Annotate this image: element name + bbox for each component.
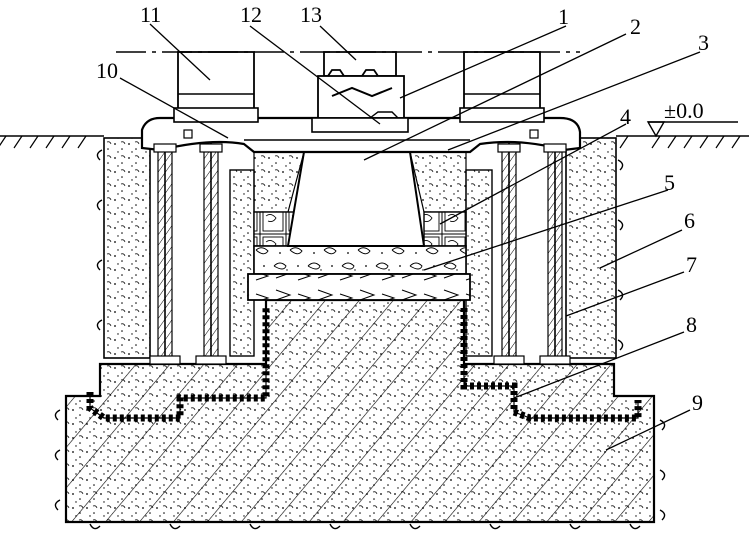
- hopper-cavity: [286, 151, 426, 247]
- damping-pad: [247, 273, 471, 301]
- callout-13: 13: [300, 2, 322, 27]
- anchor-nuts: [153, 129, 567, 153]
- grade-mark-label: ±0.0: [664, 98, 704, 123]
- isolation-lining: [86, 308, 642, 422]
- callout-8: 8: [686, 312, 697, 337]
- callout-10: 10: [96, 58, 118, 83]
- ground-surface: [0, 135, 749, 149]
- callout-6: 6: [684, 208, 695, 233]
- callout-12: 12: [240, 2, 262, 27]
- callout-5: 5: [664, 170, 675, 195]
- centre-machine-unit: [311, 51, 409, 133]
- callout-4: 4: [620, 104, 631, 129]
- pit-sand-fill: [253, 151, 467, 213]
- callout-2: 2: [630, 14, 641, 39]
- leader-lines: [119, 23, 701, 451]
- callout-7: 7: [686, 252, 697, 277]
- callout-labels: 1 2 3 4 5 6 7 8 9 10 11 12 13: [96, 2, 709, 415]
- callout-1: 1: [558, 4, 569, 29]
- refractory-blocks: [253, 211, 467, 247]
- backfill-walls: [103, 137, 617, 359]
- callout-9: 9: [692, 390, 703, 415]
- grade-marker: ±0.0: [646, 98, 738, 138]
- soil-edges: [54, 149, 666, 530]
- machine-supports: [173, 51, 545, 123]
- callout-11: 11: [140, 2, 161, 27]
- grout-bed: [253, 245, 467, 275]
- callout-3: 3: [698, 30, 709, 55]
